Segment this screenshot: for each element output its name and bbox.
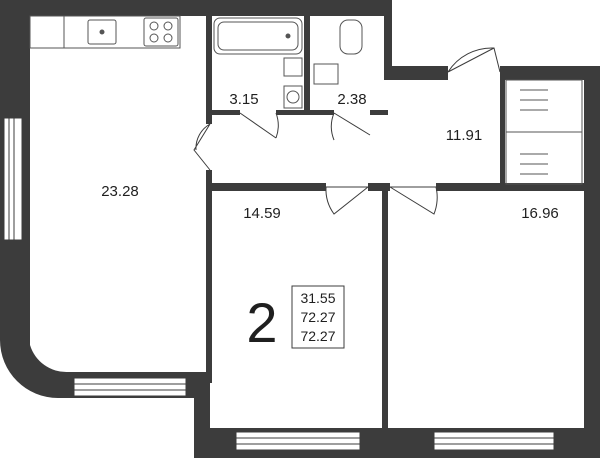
room-floors: [20, 14, 590, 430]
rooms-count: 2: [246, 291, 277, 354]
window-left: [3, 117, 23, 241]
toilet-sink-icon: [313, 63, 339, 85]
bathtub-icon: [213, 17, 303, 55]
door-bedroom-right: [389, 186, 438, 215]
area-bedroom-right: 16.96: [521, 205, 559, 222]
area-kitchen-living: 23.28: [101, 183, 139, 200]
sink-icon: [87, 19, 117, 45]
area-labels: 23.28 3.15 2.38 11.91 14.59 16.96: [101, 91, 559, 222]
door-bedroom-left: [325, 186, 369, 215]
washer-icon: [283, 85, 303, 109]
doors: [193, 47, 501, 215]
kitchen-counter: [29, 15, 181, 49]
door-corridor: [193, 123, 211, 171]
summary-living-area: 31.55: [300, 290, 335, 306]
door-bathroom: [239, 112, 279, 139]
window-bedroom-left: [235, 431, 361, 451]
wardrobe: [505, 79, 583, 185]
area-bathroom: 3.15: [229, 91, 258, 108]
washbasin-icon: [283, 57, 303, 77]
toilet-icon: [339, 19, 363, 55]
door-toilet: [330, 112, 371, 141]
area-hall: 11.91: [446, 127, 482, 144]
stove-icon: [143, 17, 179, 47]
window-bedroom-right: [433, 431, 555, 451]
area-bedroom-left: 14.59: [243, 205, 281, 222]
windows: [3, 117, 555, 451]
bathroom-fixtures: [213, 17, 363, 109]
interior-walls: [206, 14, 586, 433]
area-toilet: 2.38: [337, 91, 366, 108]
summary-total-area: 72.27: [300, 309, 335, 325]
door-entrance: [447, 47, 501, 73]
window-living: [73, 377, 187, 397]
summary-total-area-2: 72.27: [300, 328, 335, 344]
summary-box: 31.55 72.27 72.27: [291, 285, 345, 349]
